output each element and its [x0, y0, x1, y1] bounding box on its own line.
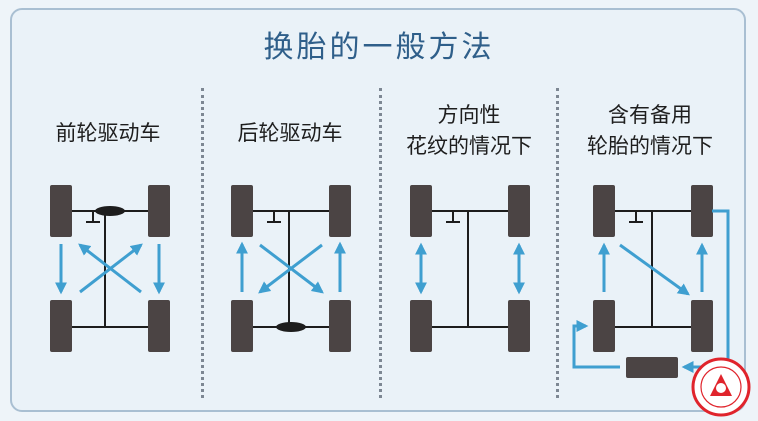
- label-line: 方向性: [437, 103, 501, 127]
- rear-right-tire: [329, 300, 351, 352]
- rotation-arrow: [258, 243, 323, 294]
- rear-right-tire: [148, 300, 170, 352]
- column-divider-1: [201, 88, 204, 398]
- rear-left-tire: [593, 300, 615, 352]
- diagram-title: 换胎的一般方法: [263, 30, 495, 65]
- front-right-tire: [691, 185, 713, 237]
- front-left-tire: [50, 185, 72, 237]
- front-wheel-drive-label: 前轮驱动车: [18, 118, 198, 149]
- spare-tire-diagram: [572, 185, 730, 378]
- front-left-tire: [410, 185, 432, 237]
- directional-tread-diagram: [410, 185, 530, 352]
- rear-right-tire: [508, 300, 530, 352]
- front-differential: [95, 206, 125, 216]
- rotation-arrow: [619, 243, 690, 296]
- column-divider-2: [379, 88, 382, 398]
- rotation-arrow: [79, 243, 143, 294]
- spare-to-rear-left-arrow: [572, 320, 620, 369]
- seal-stamp-icon: [691, 357, 751, 417]
- spare-tire: [626, 357, 678, 378]
- front-right-tire: [508, 185, 530, 237]
- front-wheel-drive-diagram: [50, 185, 170, 352]
- front-right-tire: [329, 185, 351, 237]
- rear-left-tire: [231, 300, 253, 352]
- front-left-tire: [593, 185, 615, 237]
- front-right-tire: [148, 185, 170, 237]
- rear-wheel-drive-label: 后轮驱动车: [200, 118, 380, 149]
- rear-right-tire: [691, 300, 713, 352]
- rear-differential: [276, 322, 306, 332]
- with-spare-tire-label: 含有备用 轮胎的情况下: [560, 100, 740, 162]
- rear-left-tire: [50, 300, 72, 352]
- label-line: 前轮驱动车: [55, 121, 161, 145]
- column-divider-3: [556, 88, 559, 398]
- rear-left-tire: [410, 300, 432, 352]
- front-left-tire: [231, 185, 253, 237]
- label-line: 含有备用: [608, 103, 692, 127]
- rear-wheel-drive-diagram: [231, 185, 351, 352]
- label-line: 轮胎的情况下: [587, 134, 713, 158]
- label-line: 后轮驱动车: [237, 121, 343, 145]
- directional-tread-label: 方向性 花纹的情况下: [379, 100, 559, 162]
- label-line: 花纹的情况下: [406, 134, 532, 158]
